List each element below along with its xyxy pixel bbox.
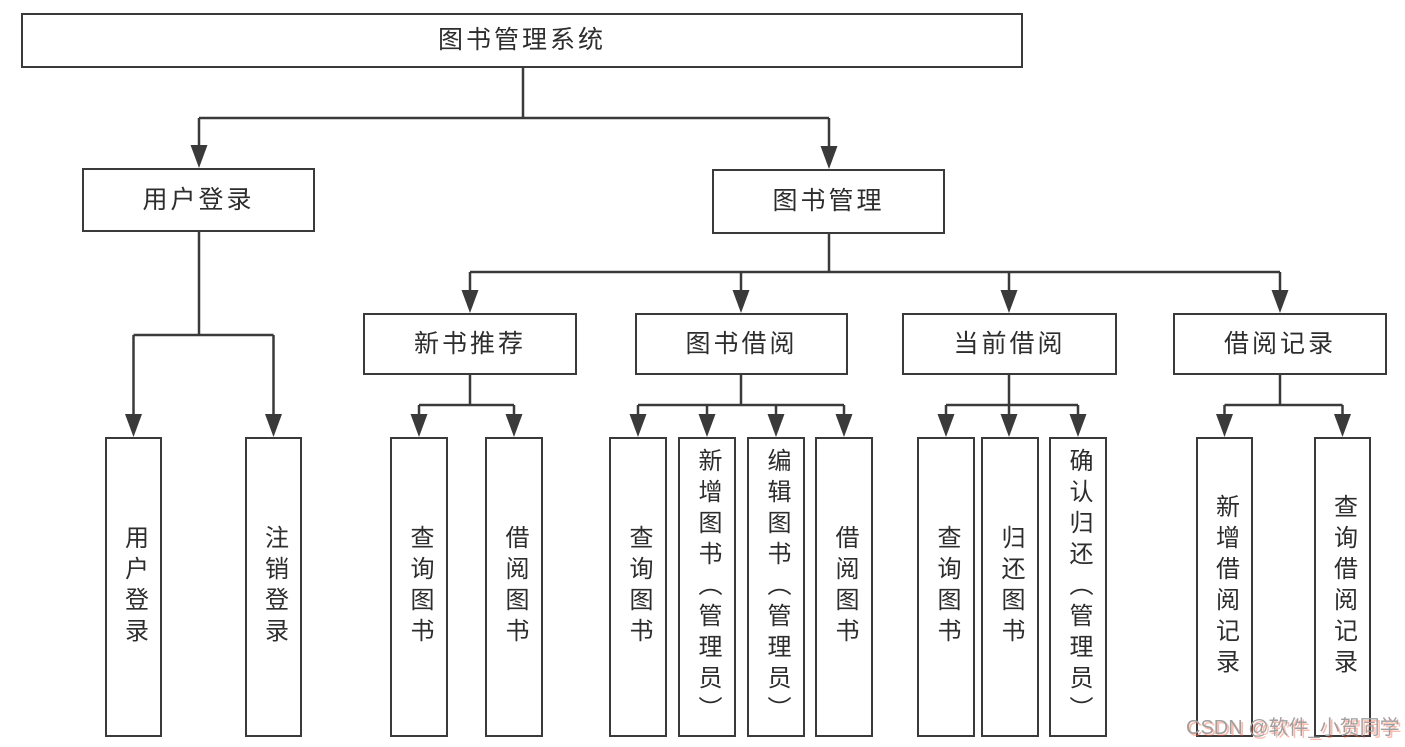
leaf-borrow-borrow-books: 借阅图书 bbox=[815, 437, 873, 737]
node-label: 归还图书 bbox=[997, 525, 1024, 649]
leaf-recommend-borrow-books: 借阅图书 bbox=[485, 437, 543, 737]
node-current-borrowing: 当前借阅 bbox=[902, 313, 1117, 375]
node-user-login: 用户登录 bbox=[82, 168, 315, 232]
leaf-records-query-record: 查询借阅记录 bbox=[1314, 437, 1371, 737]
leaf-borrow-add-book-admin: 新增图书（管理员） bbox=[678, 437, 736, 737]
leaf-current-confirm-return-admin: 确认归还（管理员） bbox=[1049, 437, 1107, 737]
leaf-user-login: 用户登录 bbox=[105, 437, 162, 737]
node-label: 当前借阅 bbox=[953, 329, 1066, 358]
node-label: 确认归还（管理员） bbox=[1065, 447, 1092, 727]
node-label: 用户登录 bbox=[120, 525, 148, 649]
node-label: 借阅图书 bbox=[501, 525, 528, 649]
node-label: 新增借阅记录 bbox=[1211, 494, 1239, 680]
leaf-recommend-query-books: 查询图书 bbox=[390, 437, 448, 737]
node-label: 用户登录 bbox=[142, 185, 255, 214]
node-label: 注销登录 bbox=[260, 525, 288, 649]
csdn-watermark: CSDN @软件_小贺同学 bbox=[1186, 717, 1400, 739]
node-label: 查询图书 bbox=[933, 525, 960, 649]
node-label: 图书管理系统 bbox=[437, 26, 606, 54]
leaf-current-return-books: 归还图书 bbox=[981, 437, 1039, 737]
node-label: 查询图书 bbox=[406, 525, 433, 649]
leaf-records-add-record: 新增借阅记录 bbox=[1196, 437, 1253, 737]
leaf-logout: 注销登录 bbox=[245, 437, 302, 737]
node-label: 编辑图书（管理员） bbox=[763, 447, 790, 727]
node-root: 图书管理系统 bbox=[21, 13, 1023, 68]
leaf-borrow-query-books: 查询图书 bbox=[609, 437, 667, 737]
node-book-management: 图书管理 bbox=[712, 169, 945, 234]
node-label: 新增图书（管理员） bbox=[694, 447, 721, 727]
node-new-book-recommend: 新书推荐 bbox=[363, 313, 577, 375]
node-label: 借阅图书 bbox=[831, 525, 858, 649]
node-label: 图书管理 bbox=[772, 187, 885, 215]
node-label: 借阅记录 bbox=[1223, 329, 1336, 358]
node-label: 查询借阅记录 bbox=[1329, 494, 1357, 680]
node-borrowing-records: 借阅记录 bbox=[1173, 313, 1387, 375]
leaf-current-query-books: 查询图书 bbox=[917, 437, 975, 737]
node-label: 新书推荐 bbox=[413, 329, 526, 358]
node-label: 图书借阅 bbox=[685, 329, 798, 358]
node-book-borrowing: 图书借阅 bbox=[635, 313, 848, 375]
leaf-borrow-edit-book-admin: 编辑图书（管理员） bbox=[747, 437, 805, 737]
node-label: 查询图书 bbox=[625, 525, 652, 649]
